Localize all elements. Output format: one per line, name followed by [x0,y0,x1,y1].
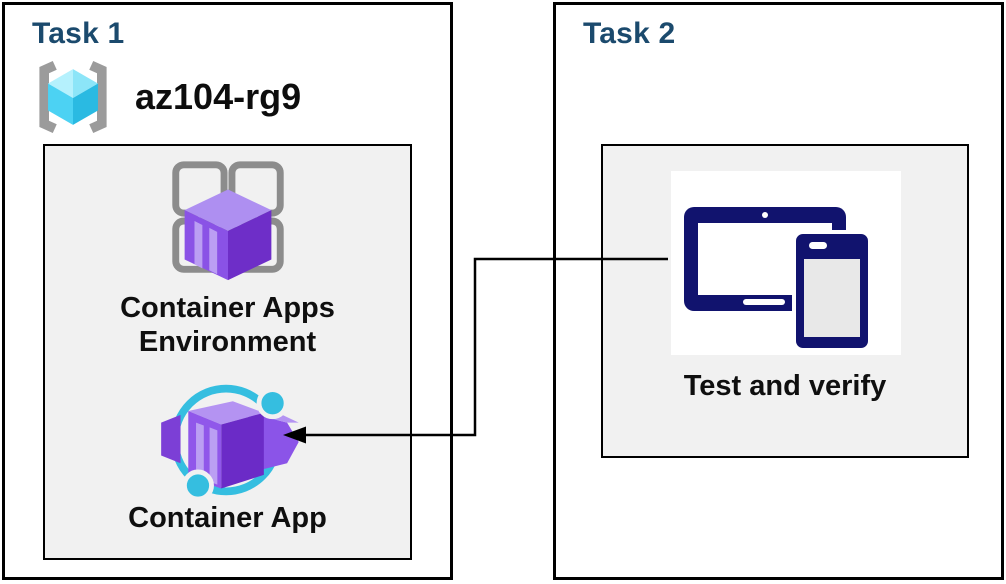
tablet-and-phone-icon [684,207,872,352]
resource-group-icon [39,60,107,134]
container-app-label: Container App [128,502,327,534]
test-and-verify-group: Test and verify [601,144,969,458]
container-apps-environment-group: Container Apps Environment Contai [43,144,412,560]
task1-title: Task 1 [32,17,125,50]
test-and-verify-label: Test and verify [683,370,887,402]
container-apps-environment-label: Container Apps Environment [120,292,335,358]
resource-group-label: az104-rg9 [135,76,302,117]
devices-icon-panel [671,171,901,355]
task2-panel: Task 2 Test and verify [553,2,1004,580]
resource-group-row: az104-rg9 [25,57,301,137]
container-app-icon [155,378,301,507]
container-apps-environment-icon [159,152,297,295]
task1-panel: Task 1 az104-rg9 [2,2,453,580]
task2-title: Task 2 [583,17,676,50]
